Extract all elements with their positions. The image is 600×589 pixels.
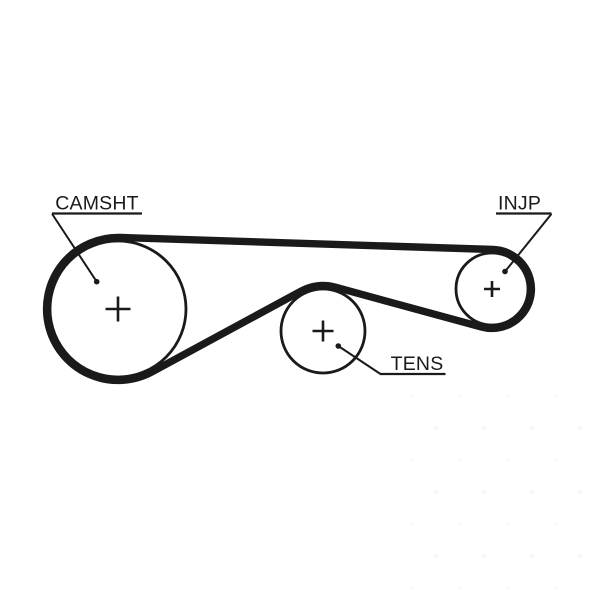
leaders-layer xyxy=(51,212,552,376)
camsht-leader-dot xyxy=(93,278,100,285)
injp-leader-line xyxy=(504,213,552,273)
injection-pump-pulley-center-cross-icon xyxy=(484,281,500,297)
camshaft-label: CAMSHT xyxy=(55,193,139,215)
camshaft-pulley-center-cross-icon xyxy=(105,296,131,322)
tensioner-pulley-center-cross-icon xyxy=(312,320,334,342)
timing-belt xyxy=(42,233,536,385)
tens-leader-dot xyxy=(335,343,342,349)
camsht-leader-line xyxy=(51,213,98,283)
labels-layer: CAMSHT INJP TENS xyxy=(55,193,541,376)
injection-pump-label: INJP xyxy=(498,193,541,215)
tens-leader-line xyxy=(337,345,382,375)
pulleys-layer xyxy=(48,239,530,379)
injp-leader-dot xyxy=(502,268,508,275)
tensioner-label: TENS xyxy=(391,353,444,375)
